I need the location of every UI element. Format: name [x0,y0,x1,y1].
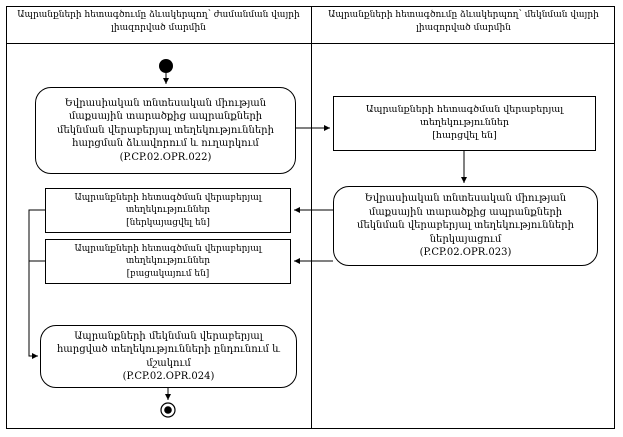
lane-header-arrival: Ապրանքների հետագծումը ձևակերպող՝ ժամանմա… [10,9,307,34]
object-label: Ապրանքների հետագծման վերաբերյալ տեղեկութ… [74,244,262,267]
lane-title-text: Ապրանքների հետագծումը ձևակերպող՝ ժամանմա… [17,10,300,33]
lane-title-text: Ապրանքների հետագծումը ձևակերպող՝ մեկնման… [328,10,599,33]
diagram-frame [6,6,615,429]
action-code: (P.CP.02.OPR.023) [419,247,512,259]
object-node-info-absent: Ապրանքների հետագծման վերաբերյալ տեղեկութ… [45,239,291,284]
object-state: [հարցվել են] [432,129,497,141]
object-node-info-requested: Ապրանքների հետագծման վերաբերյալ տեղեկութ… [333,96,596,151]
action-code: (P.CP.02.OPR.024) [122,371,215,382]
action-node-opr-024: Ապրանքների մեկնման վերաբերյալ հարցված տե… [40,325,297,388]
swimlane-divider [311,6,312,429]
object-state: [բացակայում են] [126,268,210,279]
lane-header-departure: Ապրանքների հետագծումը ձևակերպող՝ մեկնման… [315,9,612,34]
action-code: (P.CP.02.OPR.022) [119,151,212,163]
object-label: Ապրանքների հետագծման վերաբերյալ տեղեկութ… [74,193,262,216]
object-node-info-presented: Ապրանքների հետագծման վերաբերյալ տեղեկութ… [45,188,291,233]
action-node-opr-022: Եվրասիական տնտեսական միության մաքսային տ… [35,87,296,174]
action-label: Եվրասիական տնտեսական միության մաքսային տ… [57,97,274,150]
object-state: [ներկայացվել են] [126,217,210,228]
action-node-opr-023: Եվրասիական տնտեսական միության մաքսային տ… [333,186,598,266]
object-label: Ապրանքների հետագծման վերաբերյալ տեղեկութ… [365,104,564,129]
action-label: Եվրասիական տնտեսական միության մաքսային տ… [357,193,574,245]
action-label: Ապրանքների մեկնման վերաբերյալ հարցված տե… [56,330,281,369]
lane-header-separator [6,43,615,44]
